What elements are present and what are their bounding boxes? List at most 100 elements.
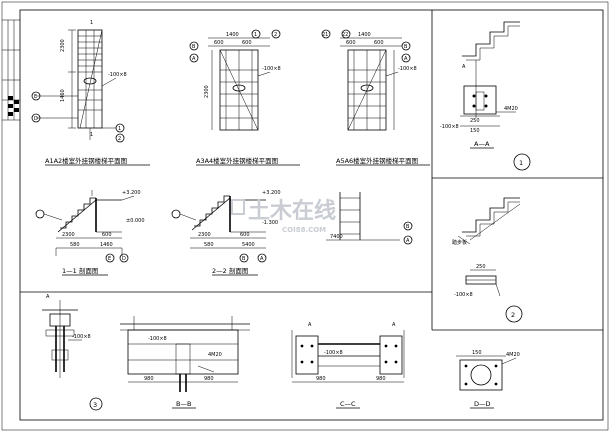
note-d2: 踏步板 xyxy=(452,239,467,246)
sec-mark-d3: A xyxy=(46,294,50,300)
sec-mark-aa: A xyxy=(462,64,466,70)
drawing-line xyxy=(257,71,271,77)
drawing-circle xyxy=(464,364,468,368)
drawing-line xyxy=(495,283,501,297)
dim-plan1-b: 1460 xyxy=(60,89,66,102)
drawing-rect xyxy=(175,343,191,375)
drawing-circle xyxy=(472,94,476,98)
drawing-rect xyxy=(8,104,13,108)
drawing-circle xyxy=(310,344,314,348)
plan-view-a5a6: 1400 600 600 21 22 B A -100×8 A5A6楼室外挂钢楼… xyxy=(321,29,430,166)
lvl-s2-bot: -1.300 xyxy=(262,220,278,226)
drawing-circle xyxy=(251,29,261,39)
detail-marker-1-label: 1 xyxy=(519,159,523,167)
grid-b-s1r: B xyxy=(406,224,410,230)
note-plan1: -100×8 xyxy=(108,72,127,78)
lvl-s1-top: +3.200 xyxy=(122,190,141,196)
drawing-circle xyxy=(394,360,398,364)
drawing-circle xyxy=(341,29,351,39)
dim-plan2-b: 600 xyxy=(242,40,252,46)
drawing-rect xyxy=(45,329,75,337)
drawing-circle xyxy=(239,253,249,263)
drawing-circle xyxy=(300,360,304,364)
drawing-line xyxy=(57,199,97,233)
drawing-circle xyxy=(401,53,411,63)
dim-s1-b: 600 xyxy=(102,232,112,238)
drawing-rect xyxy=(14,100,19,104)
note-bb-a: -100×8 xyxy=(148,336,167,342)
dim-plan3-b: 600 xyxy=(374,40,384,46)
grid-b-plan3: B xyxy=(404,44,408,50)
dim-s2-a: 2300 xyxy=(198,232,211,238)
sec-mark-cc-b: A xyxy=(392,322,396,328)
dim-s2-c: 580 xyxy=(204,242,214,248)
drawing-circle xyxy=(119,253,129,263)
drawing-circle xyxy=(321,29,331,39)
grid-22-plan3: 22 xyxy=(342,32,348,38)
drawing-line xyxy=(121,195,135,201)
drawing-ellipse xyxy=(232,84,246,92)
grid-e-s1: E xyxy=(108,256,111,262)
detail-marker-2 xyxy=(505,305,523,323)
grid-2-plan1: 2 xyxy=(118,136,121,142)
drawing-circle xyxy=(484,94,488,98)
section-1-1: +3.200 ±0.000 2300 600 580 1460 E D 1—1 … xyxy=(35,190,145,276)
left-title-strip xyxy=(2,19,20,121)
grid-b-plan2: B xyxy=(192,44,196,50)
drawing-polyline xyxy=(462,197,520,233)
drawing-polyline xyxy=(466,25,520,61)
grid-21-plan3: 21 xyxy=(322,32,328,38)
drawing-circle xyxy=(464,382,468,386)
drawing-circle xyxy=(310,360,314,364)
lvl-s1-bot: ±0.000 xyxy=(126,218,145,224)
drawing-rect xyxy=(8,112,13,116)
drawing-rect xyxy=(14,108,19,112)
note-d3: -100×8 xyxy=(72,334,91,340)
dim-s1-c: 580 xyxy=(70,242,80,248)
drawing-rect xyxy=(295,335,319,375)
drawing-rect xyxy=(77,29,103,129)
drawing-circle xyxy=(171,209,181,219)
title-bb: B—B xyxy=(176,400,191,408)
drawing-circle xyxy=(31,91,41,101)
drawing-line xyxy=(347,49,387,131)
section-2-2: +3.200 -1.300 2300 600 580 5400 B A 2—2 … xyxy=(171,190,281,276)
drawing-circle xyxy=(35,209,45,219)
dim-s1-a: 2300 xyxy=(62,232,75,238)
grid-e-plan1: E xyxy=(34,94,37,100)
grid-a-plan2: A xyxy=(192,56,196,62)
detail-marker-3 xyxy=(89,397,103,411)
drawing-circle xyxy=(472,104,476,108)
note-dd: 4M20 xyxy=(506,352,520,358)
plan-view-a3a4: 1400 600 600 B A 1 2 2300 -100×8 A3A4楼室外… xyxy=(189,29,300,166)
grid-a-plan3: A xyxy=(404,56,408,62)
sec-mark-bot-plan1: 1 xyxy=(90,132,93,138)
drawing-circle xyxy=(31,113,41,123)
drawing-line xyxy=(43,213,63,221)
drawing-rect xyxy=(379,335,403,375)
grid-1-plan1: 1 xyxy=(118,126,121,132)
drawing-circle xyxy=(115,133,125,143)
drawing-circle xyxy=(401,41,411,51)
title-plan1: A1A2楼室外挂钢楼梯平面图 xyxy=(45,156,127,165)
note-plan3: -100×8 xyxy=(398,66,417,72)
drawing-rect xyxy=(8,96,13,100)
detail-3: -100×8 A xyxy=(42,294,91,378)
drawing-polyline xyxy=(462,21,520,57)
dim-plan2-left: 2300 xyxy=(204,85,210,98)
drawing-circle xyxy=(470,364,492,386)
drawing-line xyxy=(457,235,471,245)
grid-2-plan2: 2 xyxy=(274,32,277,38)
drawing-circle xyxy=(494,382,498,386)
dim-plan3-a: 600 xyxy=(346,40,356,46)
dim-dd: 150 xyxy=(472,350,482,356)
dim-bb-b: 980 xyxy=(204,376,214,382)
drawing-rect xyxy=(459,359,503,391)
drawing-circle xyxy=(105,253,115,263)
watermark: 土木在线 COI88.COM xyxy=(231,198,336,234)
drawing-circle xyxy=(484,104,488,108)
grid-a-s1r: A xyxy=(406,238,410,244)
grid-b-s2: B xyxy=(242,256,246,262)
